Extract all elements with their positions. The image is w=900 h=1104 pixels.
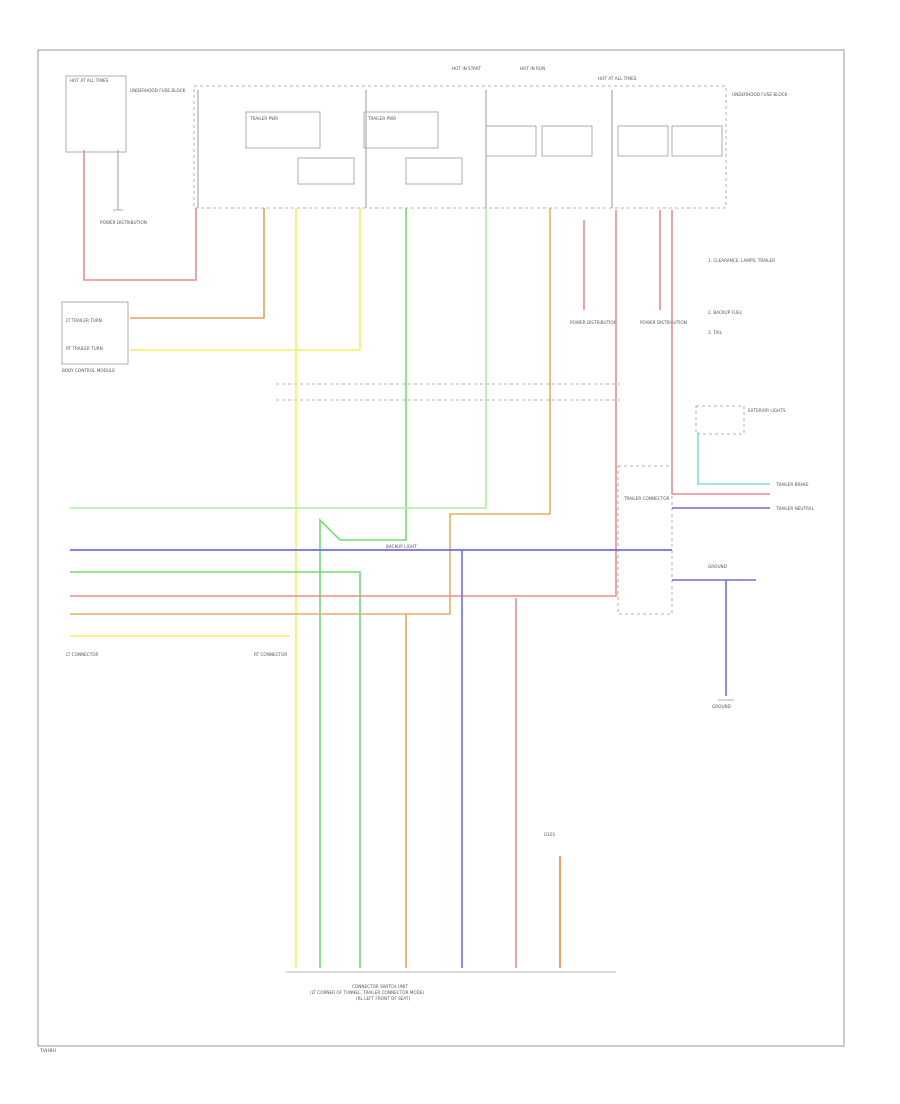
wire-yellow-bcm — [130, 208, 361, 351]
label-hot-at-all-times-2: HOT AT ALL TIMES — [598, 76, 637, 81]
label-main-3: (RL LEFT FRONT OF SEAT) — [356, 996, 410, 1001]
diagram-frame — [37, 49, 845, 1047]
wire-red-trailer — [671, 210, 770, 495]
label-trailer-connector: TRAILER CONNECTOR — [623, 496, 670, 501]
fuse-box-4 — [671, 125, 723, 157]
wire-cyan — [697, 432, 770, 485]
label-lt-connector: LT CONNECTOR — [66, 652, 99, 657]
label-backup-light: BACKUP LIGHT — [386, 544, 417, 549]
wire-green-blk — [70, 571, 361, 968]
label-underhood-fuse-block-2: UNDERHOOD FUSE BLOCK — [732, 92, 788, 97]
label-hot-in-run: HOT IN RUN — [520, 66, 545, 71]
wire-light-green — [70, 208, 487, 509]
label-lt-trailer-turn: LT TRAILER TURN — [66, 318, 102, 323]
footer-code: TVHBH — [39, 1048, 56, 1054]
label-bcm: BODY CONTROL MODULE — [62, 368, 115, 373]
label-exterior-lights: EXTERIOR LIGHTS — [748, 408, 786, 413]
legend-3: 3. TAIL — [708, 330, 723, 335]
bcm-box — [61, 301, 129, 365]
fuse-box-3 — [617, 125, 669, 157]
label-trailer-pwr-2: TRAILER PWR — [367, 116, 396, 121]
label-power-distribution-1: POWER DISTRIBUTION — [100, 220, 147, 225]
wire-red-left — [83, 150, 197, 281]
label-trailer-pwr-1: TRAILER PWR — [249, 116, 278, 121]
label-trailer-brake: TRAILER BRAKE — [775, 482, 809, 487]
label-main-2: (LT CORNER OF TUNNEL, TRAILER CONNECTOR … — [310, 990, 425, 995]
exterior-lights-box — [695, 405, 745, 435]
label-main-1: CONNECTOR SWITCH UNIT — [352, 984, 408, 989]
fuse-box-2 — [541, 125, 593, 157]
relay-box-1 — [245, 111, 321, 149]
wire-green-main — [319, 208, 407, 968]
label-ground-2: GROUND — [712, 704, 731, 709]
fuse-box-6 — [405, 157, 463, 185]
trailer-connector-box — [617, 465, 673, 615]
label-underhood-fuse-block: UNDERHOOD FUSE BLOCK — [130, 88, 186, 93]
label-rt-connector: RT CONNECTOR — [254, 652, 287, 657]
label-hot-at-all-times: HOT AT ALL TIMES — [70, 78, 109, 83]
legend-2: 2. BACKUP FUEL — [708, 310, 743, 315]
label-hot-in-start: HOT IN START — [452, 66, 481, 71]
label-trailer-neutral: TRAILER NEUTRAL — [775, 506, 815, 511]
label-rt-trailer-turn: RT TRAILER TURN — [66, 346, 103, 351]
fuse-box-5 — [297, 157, 355, 185]
label-power-distribution-3: POWER DISTRIBUTION — [640, 320, 687, 325]
fuse-dashed-box — [193, 85, 727, 209]
legend-1: 1. CLEARANCE, LAMPS, TRAILER — [708, 258, 775, 263]
relay-box-2 — [363, 111, 439, 149]
fuse-box-1 — [485, 125, 537, 157]
wire-red-right — [70, 210, 617, 597]
fuse-block-box — [65, 75, 127, 153]
label-g101: G101 — [544, 832, 556, 837]
label-power-distribution-2: POWER DISTRIBUTION — [570, 320, 617, 325]
wire-orange-bcm — [130, 208, 265, 319]
label-tail-ground: GROUND — [708, 564, 727, 569]
wire-tan — [70, 208, 551, 615]
